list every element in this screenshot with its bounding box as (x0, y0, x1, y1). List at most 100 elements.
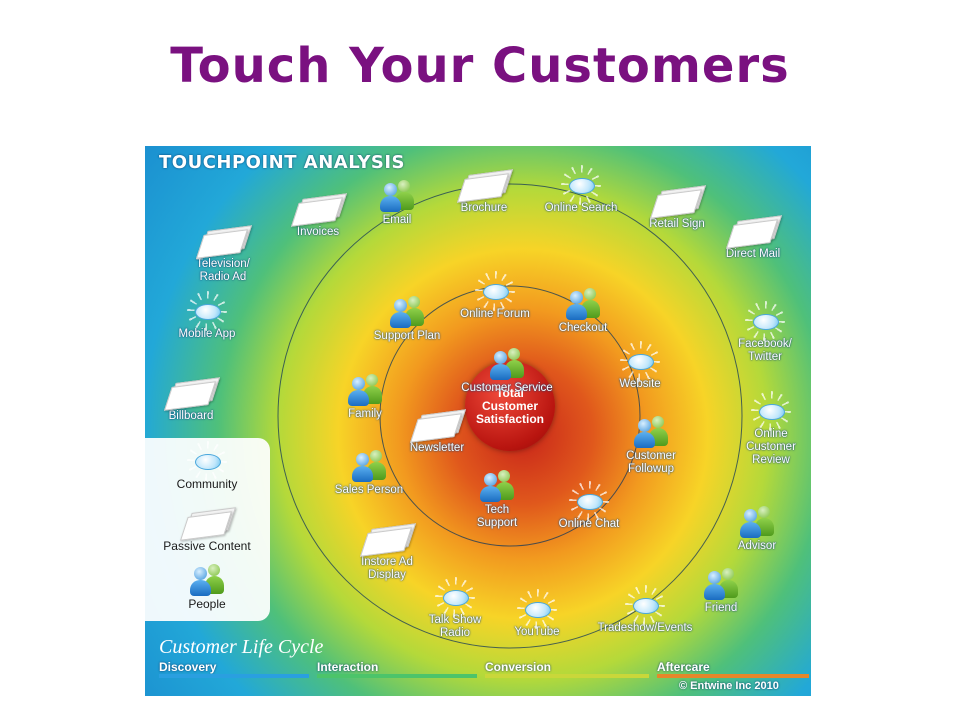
touchpoint-label: Invoices (296, 226, 340, 238)
touchpoint-node: Advisor (702, 504, 811, 553)
touchpoint-node: YouTube (482, 589, 592, 639)
touchpoint-node: Customer Followup (596, 414, 706, 476)
lifecycle-stage-label: Interaction (317, 660, 379, 674)
touchpoint-node: Tech Support (442, 468, 552, 530)
touchpoint-node: Friend (666, 566, 776, 615)
touchpoint-label: Online Customer Review (746, 428, 796, 466)
people-icon (632, 414, 670, 448)
legend-label: Community (176, 477, 238, 491)
touchpoint-node: Instore Ad Display (332, 523, 442, 582)
touchpoint-node: Newsletter (382, 409, 492, 455)
touchpoint-label: Friend (704, 602, 738, 614)
touchpoint-node: Invoices (263, 193, 373, 239)
touchpoint-node: Talk Show Radio (400, 577, 510, 640)
touchpoint-node: Website (585, 341, 695, 391)
community-bubble-icon (185, 291, 229, 331)
touchpoint-label: Email (382, 214, 412, 226)
passive-content-paper-icon (163, 377, 221, 411)
legend-item: Passive Content (147, 507, 267, 553)
touchpoint-node: Online Search (526, 165, 636, 215)
touchpoint-label: Advisor (737, 540, 777, 552)
passive-content-paper-icon (409, 409, 467, 443)
touchpoint-label: Television/ Radio Ad (196, 258, 250, 283)
community-bubble-icon (749, 391, 793, 431)
people-icon (488, 346, 526, 380)
lifecycle-stage-bar (317, 674, 477, 678)
touchpoint-label: Mobile App (178, 328, 236, 340)
passive-content-paper-icon (290, 193, 348, 227)
people-icon (188, 562, 226, 596)
community-bubble-icon (515, 589, 559, 629)
lifecycle-title: Customer Life Cycle (159, 636, 324, 658)
touchpoint-label: YouTube (514, 626, 560, 638)
touchpoint-label: Tech Support (476, 504, 518, 529)
legend-item: People (147, 562, 267, 611)
touchpoint-label: Tradeshow/Events (597, 622, 693, 634)
lifecycle-stage-bar (485, 674, 649, 678)
touchpoint-node: Tradeshow/Events (590, 585, 700, 635)
touchpoint-node: Retail Sign (622, 185, 732, 231)
touchpoint-node: Family (310, 372, 420, 421)
community-bubble-icon (185, 441, 229, 481)
figure-title: TOUCHPOINT ANALYSIS (159, 152, 406, 173)
community-bubble-icon (567, 481, 611, 521)
touchpoint-node: Online Forum (440, 271, 550, 321)
touchpoint-node: Direct Mail (698, 215, 808, 261)
outer-ring (277, 183, 743, 649)
lifecycle-stage-label: Conversion (485, 660, 552, 674)
people-icon (346, 372, 384, 406)
touchpoint-label: Online Search (544, 202, 618, 214)
community-bubble-icon (623, 585, 667, 625)
touchpoint-node: Checkout (528, 286, 638, 335)
touchpoint-label: Support Plan (373, 330, 441, 342)
touchpoint-label: Newsletter (409, 442, 465, 454)
touchpoint-node: Television/ Radio Ad (168, 225, 278, 284)
lifecycle-stage-label: Discovery (159, 660, 217, 674)
touchpoint-diagram: TOUCHPOINT ANALYSIS Total Customer Satis… (145, 146, 811, 696)
passive-content-paper-icon (456, 169, 514, 203)
touchpoint-label: Website (619, 378, 661, 390)
touchpoint-label: Facebook/ Twitter (738, 338, 792, 363)
touchpoint-node: Email (342, 178, 452, 227)
touchpoint-label: Checkout (558, 322, 608, 334)
lifecycle-stage-bar (159, 674, 309, 678)
touchpoint-label: Talk Show Radio (428, 614, 482, 639)
touchpoint-label: Retail Sign (649, 218, 705, 230)
passive-content-paper-icon (359, 523, 417, 557)
touchpoint-label: Sales Person (334, 484, 404, 496)
legend-label: Passive Content (163, 539, 251, 553)
people-icon (350, 448, 388, 482)
community-bubble-icon (743, 301, 787, 341)
touchpoint-label: Online Chat (558, 518, 620, 530)
passive-content-paper-icon (725, 215, 783, 249)
touchpoint-node: Facebook/ Twitter (710, 301, 811, 364)
touchpoint-label: Customer Service (461, 382, 553, 394)
touchpoint-label: Direct Mail (725, 248, 781, 260)
community-bubble-icon (473, 271, 517, 311)
people-icon (478, 468, 516, 502)
touchpoint-label: Family (348, 408, 382, 420)
lifecycle-stage-label: Aftercare (657, 660, 710, 674)
copyright: © Entwine Inc 2010 (679, 680, 779, 692)
touchpoint-label: Instore Ad Display (361, 556, 413, 581)
touchpoint-node: Mobile App (152, 291, 262, 341)
lifecycle-stage-bar (657, 674, 809, 678)
touchpoint-label: Customer Followup (626, 450, 676, 475)
community-bubble-icon (433, 577, 477, 617)
touchpoint-node: Sales Person (314, 448, 424, 497)
legend-label: People (188, 597, 226, 611)
touchpoint-node: Billboard (145, 377, 246, 423)
touchpoint-node: Support Plan (352, 294, 462, 343)
touchpoint-label: Billboard (168, 410, 214, 422)
community-bubble-icon (618, 341, 662, 381)
passive-content-paper-icon (179, 507, 237, 541)
community-bubble-icon (559, 165, 603, 205)
people-icon (564, 286, 602, 320)
passive-content-paper-icon (195, 225, 253, 259)
people-icon (702, 566, 740, 600)
people-icon (388, 294, 426, 328)
touchpoint-node: Brochure (429, 169, 539, 215)
passive-content-paper-icon (649, 185, 707, 219)
people-icon (378, 178, 416, 212)
